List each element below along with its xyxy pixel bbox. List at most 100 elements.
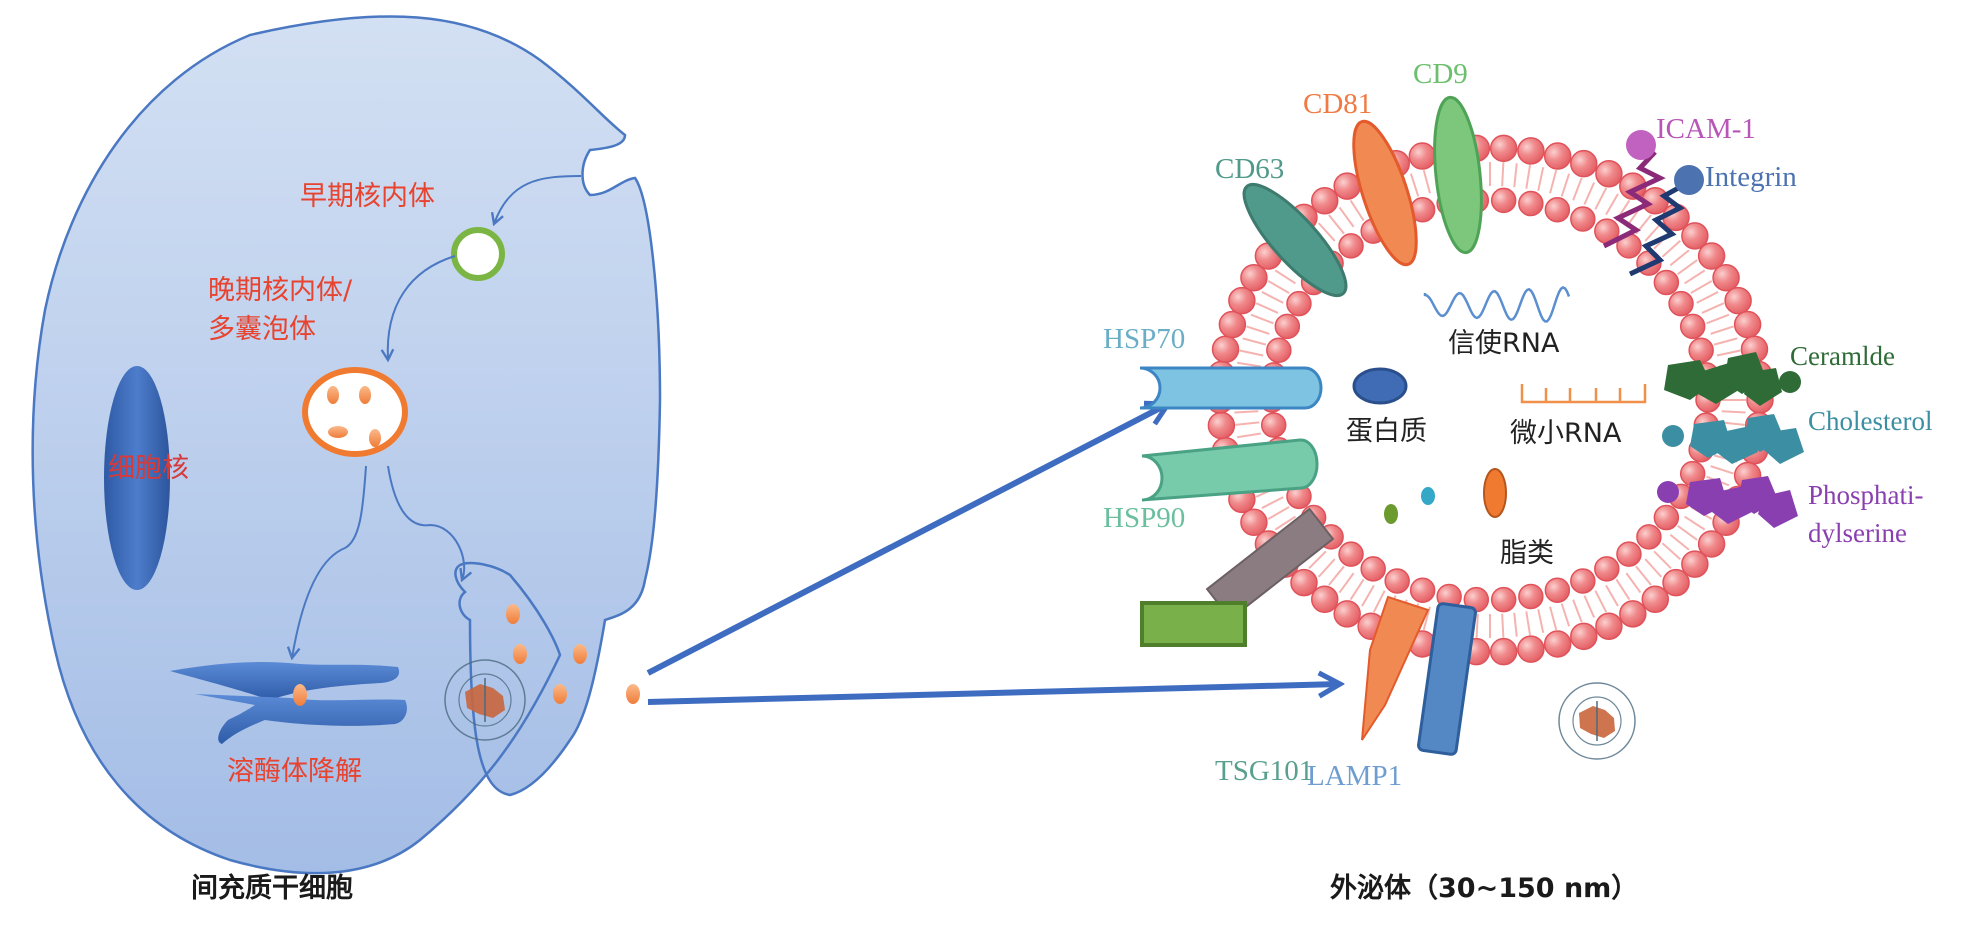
lipid-tail (1594, 590, 1608, 613)
outer-lipid-head (1697, 530, 1726, 558)
cma-seal-watermark (1558, 682, 1636, 760)
arrow-mvb-to-lysosome (292, 465, 367, 658)
lamp1-label: LAMP1 (1307, 760, 1403, 792)
inner-lipid-head (1668, 290, 1694, 317)
mrna-wave (1423, 285, 1571, 323)
lipid-tail (1696, 291, 1719, 304)
inner-lipid-head (1518, 583, 1544, 610)
outer-lipid-head (1218, 310, 1247, 339)
outer-lipid-head (1310, 186, 1339, 215)
lipid-tail (1501, 613, 1505, 638)
inner-lipid-head (1594, 556, 1620, 582)
lipid-tail (1605, 584, 1619, 607)
inner-lipid-head (1266, 337, 1292, 364)
inner-lipid-head (1360, 556, 1386, 582)
lipid-cargo-orange (1483, 468, 1507, 518)
arrow-early-to-late (388, 255, 456, 360)
extracellular-domain-green (1140, 601, 1247, 647)
inner-lipid-head (1653, 504, 1680, 531)
exosome-caption: 外泌体（30~150 nm） (1330, 873, 1639, 904)
arrow-to-exosome-lower (647, 684, 1340, 705)
lipid-tail (1653, 550, 1672, 569)
released-exosome (513, 644, 527, 664)
outer-lipid-head (1619, 600, 1647, 628)
arrow-mvb-to-membrane (387, 465, 464, 580)
inner-lipid-head (1653, 269, 1680, 296)
integrin-protein (1628, 165, 1704, 277)
hsp90-label: HSP90 (1103, 502, 1186, 534)
arrow-endocytosis (494, 175, 582, 224)
lipid-tail (1615, 578, 1631, 601)
outer-lipid-head (1240, 263, 1268, 292)
outer-lipid-head (1408, 142, 1437, 170)
released-exosome (553, 684, 567, 704)
outer-lipid-head (1543, 142, 1572, 170)
mvb-shape (302, 367, 408, 457)
inner-lipid-head (1260, 412, 1287, 438)
mirna-label: 微小RNA (1510, 418, 1622, 449)
lipid-tail (1338, 206, 1355, 228)
lipid-tail (1549, 606, 1558, 631)
lipid-tail (1560, 603, 1571, 627)
lipid-tail (1684, 515, 1706, 531)
outer-lipid-head (1517, 137, 1545, 165)
outer-lipid-head (1543, 630, 1572, 658)
tsg101-protein (1361, 595, 1430, 741)
lipid-tail (1409, 173, 1420, 197)
protein-cargo (1352, 367, 1408, 405)
outer-lipid-head (1489, 134, 1518, 163)
lipid-tail (1513, 163, 1518, 188)
lipid-tail (1250, 313, 1274, 325)
icam1-label: ICAM-1 (1656, 113, 1756, 145)
inner-lipid-head (1338, 233, 1364, 259)
lipid-tail (1501, 162, 1505, 187)
inner-lipid-head (1286, 290, 1312, 317)
inner-lipid-head (1490, 187, 1517, 214)
protein-label: 蛋白质 (1346, 416, 1427, 447)
cd81-label: CD81 (1303, 88, 1373, 120)
lipid-tail (1635, 565, 1652, 586)
inner-lipid-head (1274, 313, 1301, 340)
lipid-tail (1349, 199, 1365, 222)
lipid-tail (1361, 584, 1375, 607)
outer-lipid-head (1211, 335, 1240, 364)
multivesicular-body (302, 367, 408, 457)
mirna-comb (1520, 384, 1647, 404)
cd9-label: CD9 (1413, 58, 1468, 90)
late-endosome-label-line2: 多囊泡体 (208, 314, 316, 345)
outer-lipid-head (1641, 585, 1670, 614)
ceramide-cluster (1664, 352, 1801, 406)
hsp70-label: HSP70 (1103, 323, 1186, 355)
lipid-tail (1267, 506, 1290, 520)
inner-lipid-head (1679, 313, 1706, 340)
lipid-tail (1721, 410, 1746, 414)
outer-lipid-head (1595, 612, 1623, 640)
outer-lipid-head (1489, 637, 1518, 666)
cholesterol-label: Cholesterol (1808, 406, 1933, 436)
inner-lipid-head (1338, 541, 1364, 567)
nucleus-label: 细胞核 (108, 453, 189, 484)
lipid-tail (1317, 222, 1336, 242)
lipid-tail (1669, 533, 1690, 551)
intraluminal-vesicle (369, 429, 381, 447)
inner-lipid-head (1518, 190, 1544, 217)
lipid-tail (1338, 572, 1355, 594)
cholesterol-cluster (1662, 414, 1804, 464)
outer-lipid-head (1712, 263, 1740, 292)
lipid-tail (1710, 465, 1734, 475)
outer-lipid-head (1681, 222, 1709, 250)
hsp90-protein (1141, 438, 1319, 502)
cd9-protein (1433, 95, 1483, 255)
lipid-tail (1537, 166, 1545, 191)
lipid-tail (1537, 609, 1545, 634)
lipid-tail (1475, 613, 1479, 638)
lipid-tail (1572, 599, 1583, 623)
lysosome-vesicle (293, 684, 307, 706)
released-exosome (573, 644, 587, 664)
outer-lipid-head (1570, 622, 1598, 651)
outer-lipid-head (1240, 508, 1268, 537)
cd81-protein (1352, 119, 1418, 267)
arrow-to-exosome-upper (646, 404, 1168, 676)
lipid-tail (1236, 361, 1262, 368)
